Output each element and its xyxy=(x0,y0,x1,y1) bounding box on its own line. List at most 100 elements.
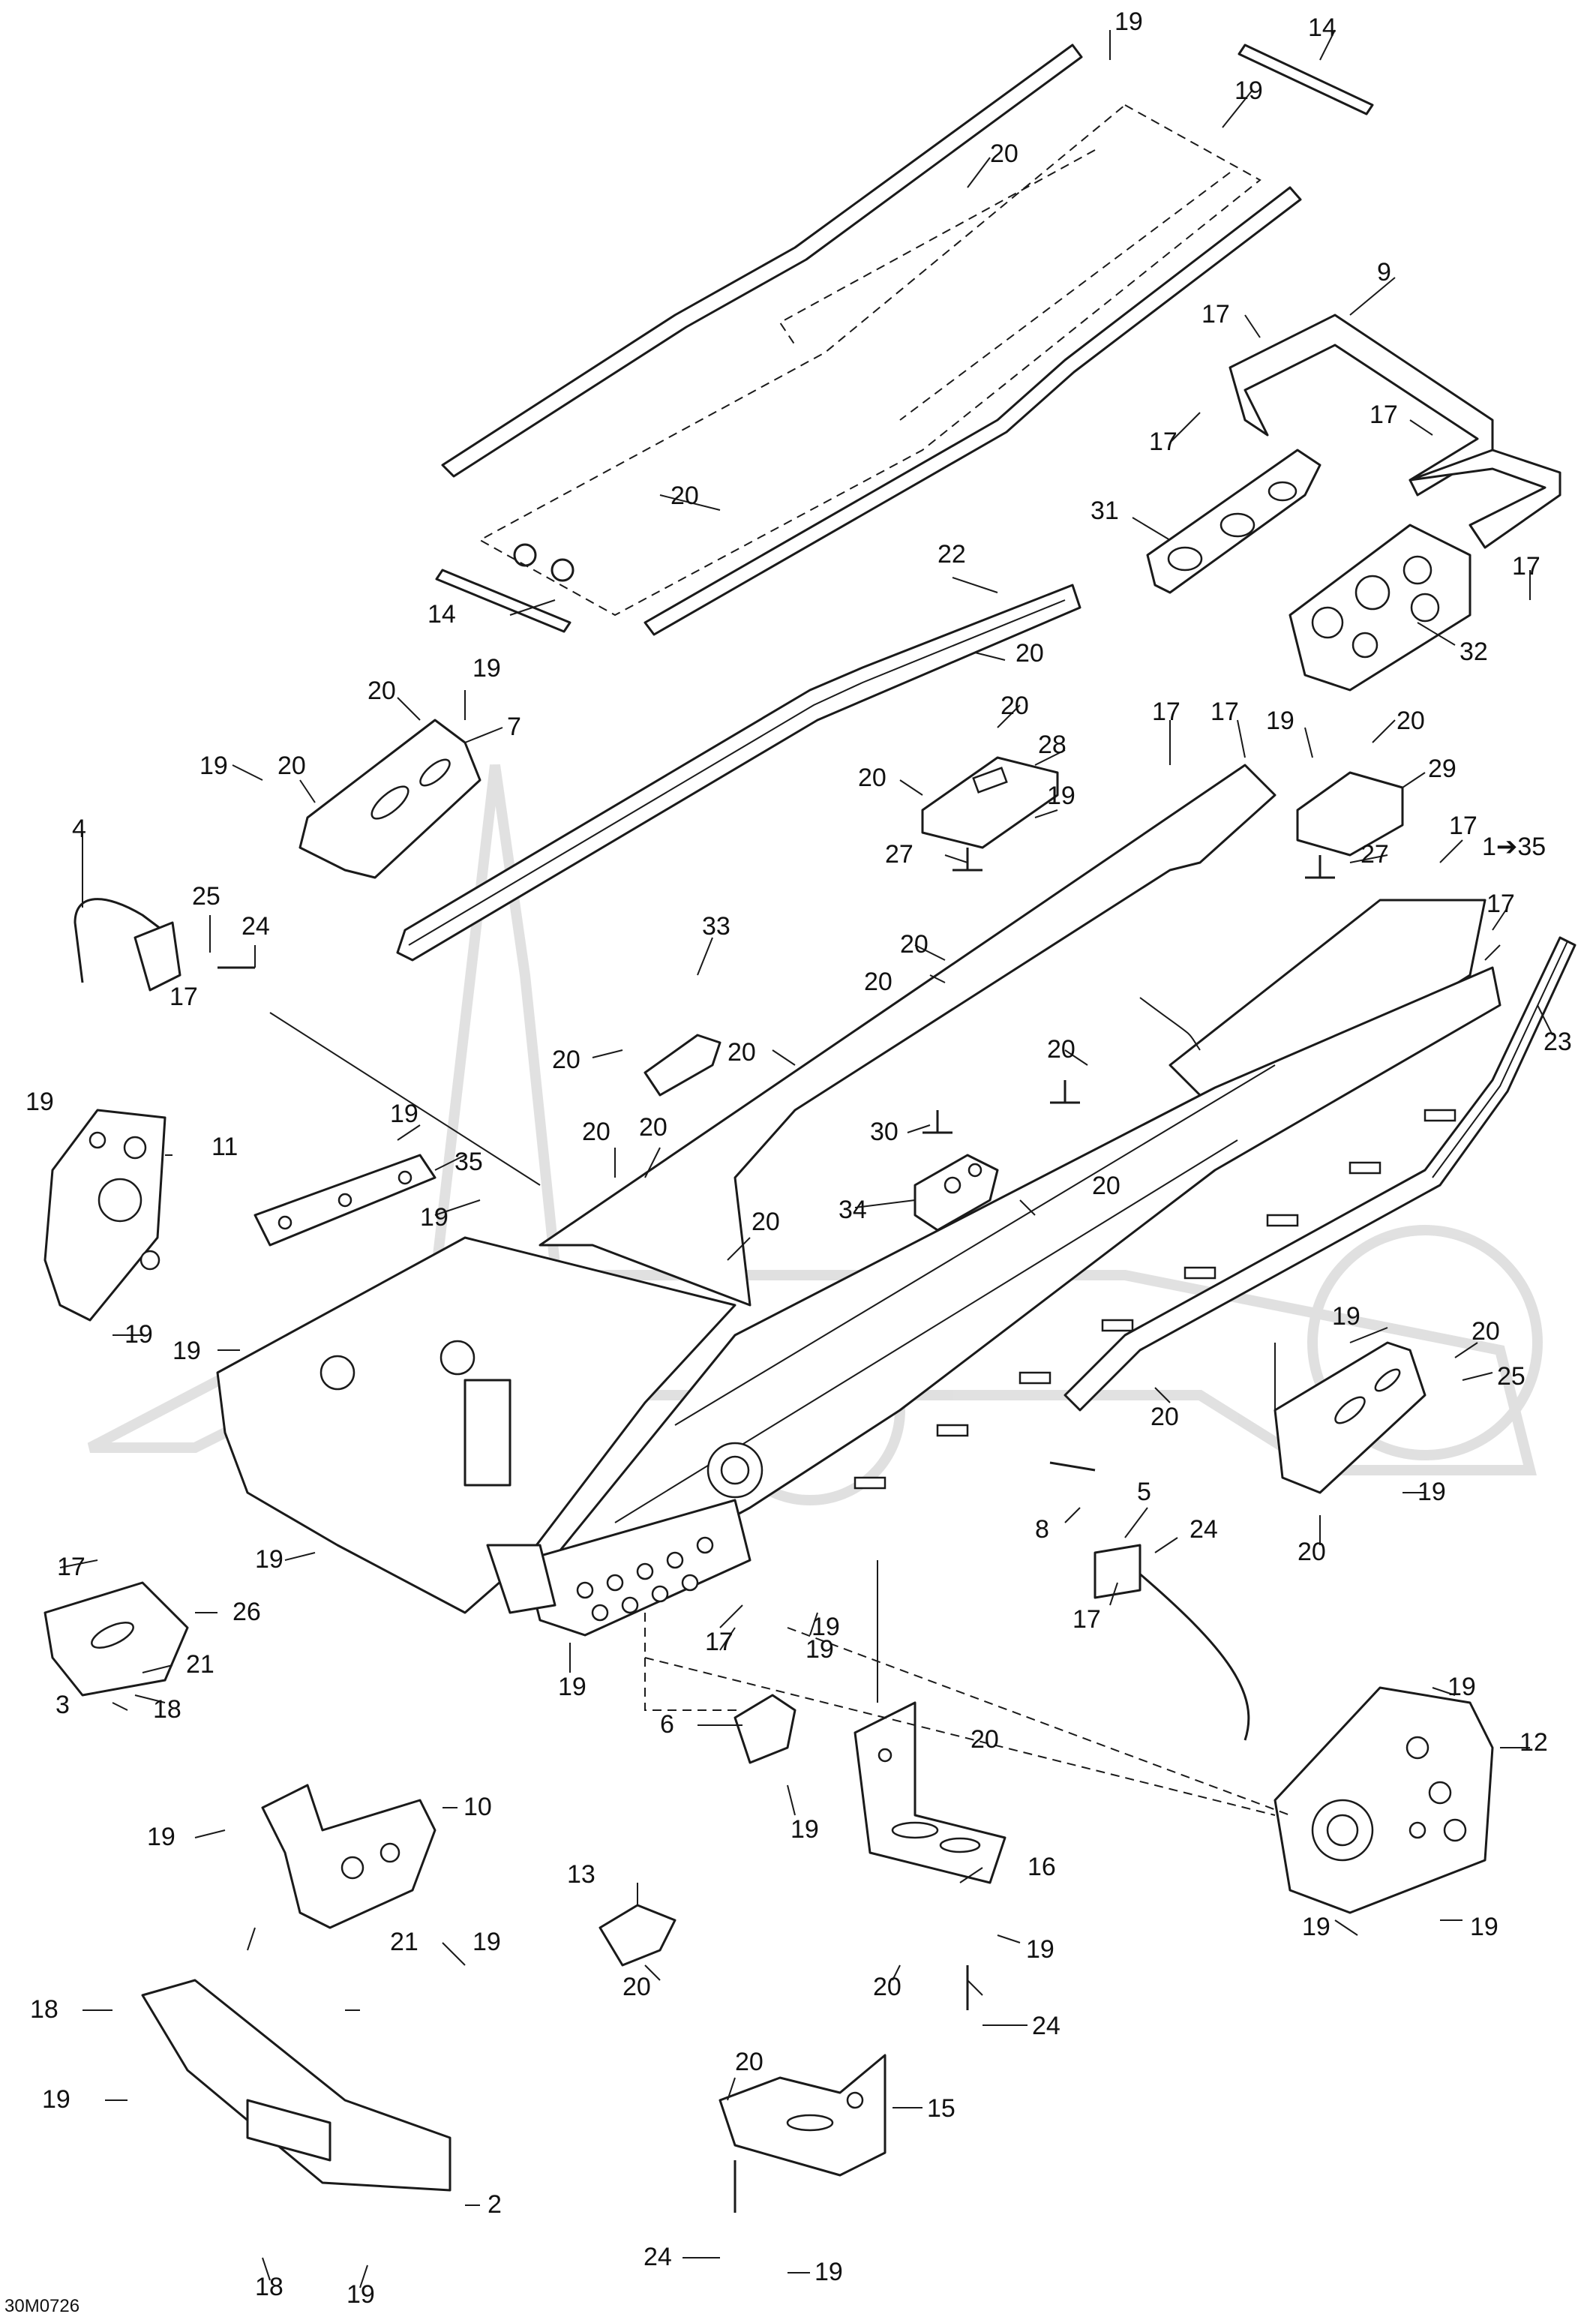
reference-code: 30M0726 xyxy=(4,2296,80,2316)
callout-c102: 18 xyxy=(255,2273,284,2301)
callout-c59: 20 xyxy=(1150,1403,1179,1431)
part-bracket-10 xyxy=(261,1784,436,1929)
callout-c29: 29 xyxy=(1428,755,1456,783)
callout-c77: 19 xyxy=(806,1635,834,1664)
callout-c5: 9 xyxy=(1377,258,1391,287)
callout-c79: 19 xyxy=(790,1815,819,1844)
callout-c97: 19 xyxy=(42,2085,70,2114)
callout-c90: 20 xyxy=(873,1973,902,2001)
callout-c88: 19 xyxy=(472,1928,501,1956)
callout-c4: 20 xyxy=(990,140,1018,168)
callout-c15: 20 xyxy=(1016,639,1044,668)
callout-c99: 2 xyxy=(488,2190,502,2219)
callout-c22: 28 xyxy=(1038,731,1066,759)
callout-c42: 17 xyxy=(1486,890,1515,918)
part-bracket-13 xyxy=(598,1904,676,1967)
callout-c19: 20 xyxy=(278,752,306,780)
callout-c91: 19 xyxy=(1026,1935,1054,1964)
callout-c80: 12 xyxy=(1520,1728,1548,1757)
callout-c98: 15 xyxy=(927,2094,956,2123)
callout-c16: 19 xyxy=(472,654,501,683)
callout-c63: 5 xyxy=(1137,1478,1151,1506)
callout-c27: 19 xyxy=(1266,707,1294,735)
callout-c30: 27 xyxy=(885,840,914,869)
callout-c64: 24 xyxy=(1190,1515,1218,1544)
callout-c72: 17 xyxy=(705,1628,734,1656)
callout-c28: 20 xyxy=(1396,707,1425,735)
callout-c48: 35 xyxy=(454,1148,483,1176)
callout-c45: 19 xyxy=(26,1088,54,1116)
callout-c14: 32 xyxy=(1460,638,1488,666)
callout-c60: 19 xyxy=(1332,1302,1360,1331)
callout-c74: 19 xyxy=(558,1673,586,1701)
callout-c7: 17 xyxy=(1149,428,1178,456)
callout-c33: 4 xyxy=(72,815,86,843)
callout-c39: 17 xyxy=(170,983,198,1011)
callout-c95: 18 xyxy=(30,1995,58,2024)
callout-c84: 13 xyxy=(567,1860,596,1889)
callout-c82: 20 xyxy=(970,1725,999,1754)
part-bracket-7 xyxy=(298,719,482,879)
callout-c37: 20 xyxy=(552,1046,580,1074)
callout-c96: 20 xyxy=(735,2048,764,2076)
callout-c66: 19 xyxy=(1418,1478,1446,1506)
callout-c85: 16 xyxy=(1028,1853,1056,1881)
callout-c92: 19 xyxy=(1302,1913,1330,1941)
part-mount-15 xyxy=(718,2054,886,2177)
part-side-bar-35 xyxy=(254,1154,436,1247)
callout-c57: 19 xyxy=(172,1337,201,1365)
callout-c68: 20 xyxy=(1298,1538,1326,1566)
leader-lines xyxy=(59,29,1553,2288)
callout-c24: 19 xyxy=(1047,782,1076,810)
callout-c61: 20 xyxy=(1472,1317,1500,1346)
callout-c26: 17 xyxy=(1210,698,1239,726)
part-bracket-3 xyxy=(44,1581,189,1697)
alignment-lines xyxy=(269,997,1291,1816)
callout-c73: 21 xyxy=(186,1650,214,1679)
part-bracket-32 xyxy=(1288,524,1472,692)
callout-c2: 14 xyxy=(1308,14,1336,42)
callout-c101: 19 xyxy=(814,2258,843,2286)
part-rear-bracket-9 xyxy=(1228,314,1562,549)
callout-c23: 20 xyxy=(858,764,886,792)
part-top-slide-rails xyxy=(435,44,1374,636)
callout-c32: 17 xyxy=(1449,812,1478,840)
callout-c83: 19 xyxy=(1448,1673,1476,1701)
callout-c52: 34 xyxy=(838,1196,867,1224)
callout-c70: 26 xyxy=(232,1598,261,1626)
callout-c36: 33 xyxy=(702,912,730,941)
callout-c67: 17 xyxy=(1072,1605,1101,1634)
callout-c25: 17 xyxy=(1152,698,1180,726)
callout-c6: 17 xyxy=(1202,300,1230,329)
callout-c21: 20 xyxy=(1000,692,1029,720)
callout-c9: 20 xyxy=(670,482,699,510)
callout-c65: 8 xyxy=(1035,1515,1049,1544)
callout-c43: 20 xyxy=(728,1038,756,1067)
callout-c44: 20 xyxy=(1047,1035,1076,1064)
callout-c62: 25 xyxy=(1497,1362,1526,1391)
callout-c31: 27 xyxy=(1360,840,1389,869)
callout-c13: 17 xyxy=(1512,552,1540,581)
part-studs-30 xyxy=(922,1080,1080,1134)
callout-c49: 20 xyxy=(582,1118,610,1146)
callout-c46: 11 xyxy=(212,1133,238,1161)
callout-c41: 23 xyxy=(1544,1028,1572,1056)
callout-c38: 20 xyxy=(900,930,928,959)
part-plate-28 xyxy=(921,756,1059,849)
callout-c53: 19 xyxy=(420,1203,448,1232)
part-studs-27 xyxy=(952,848,1335,879)
callout-c86: 21 xyxy=(390,1928,418,1956)
callout-c40: 20 xyxy=(864,968,892,996)
callout-c10: 31 xyxy=(1090,497,1119,525)
part-mount-16 xyxy=(854,1701,1006,1884)
part-bracket-6 xyxy=(734,1694,796,1764)
callout-c76: 18 xyxy=(153,1695,182,1724)
callout-c71: 19 xyxy=(812,1613,840,1641)
callout-c8: 17 xyxy=(1370,401,1398,429)
callout-c12: 14 xyxy=(428,600,456,629)
callout-c55: 20 xyxy=(1092,1172,1120,1200)
callout-c100: 24 xyxy=(644,2243,672,2271)
part-bracket-34 xyxy=(914,1154,999,1232)
part-crossmember-2 xyxy=(141,1979,452,2192)
callout-c93: 19 xyxy=(1470,1913,1498,1941)
